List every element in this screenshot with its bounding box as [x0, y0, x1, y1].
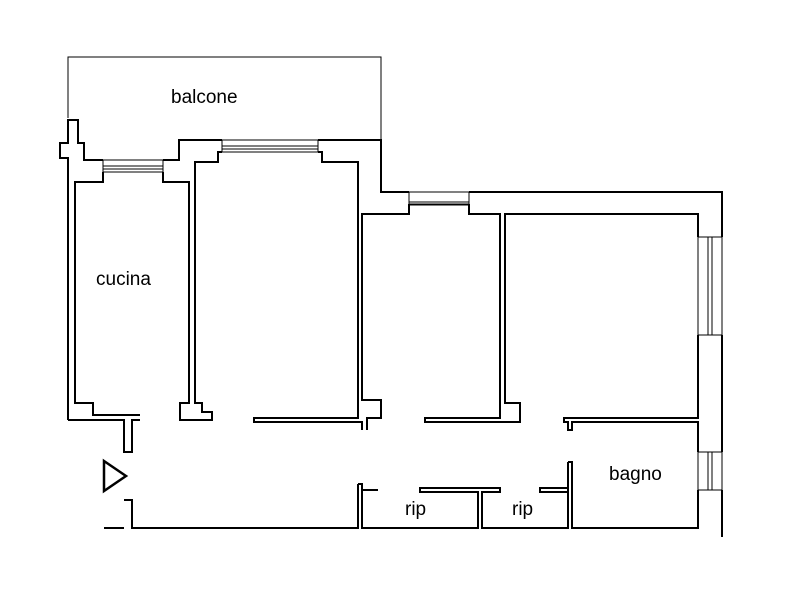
bathroom-label: bagno [609, 464, 662, 485]
north-window-room-2 [221, 139, 319, 153]
balcony-label: balcone [171, 87, 238, 108]
kitchen-label: cucina [96, 269, 151, 290]
kitchen-walls [74, 151, 222, 421]
north-window-room-3 [408, 191, 470, 206]
storage-walls [358, 483, 569, 529]
storage-label-1: rip [405, 499, 426, 520]
east-window-2 [697, 451, 723, 491]
east-window-1 [697, 236, 723, 336]
north-window-kitchen [102, 159, 164, 173]
room-4-walls [504, 213, 699, 452]
exterior-wall [59, 119, 723, 537]
entrance-arrow-icon [102, 458, 129, 494]
storage-label-2: rip [512, 499, 533, 520]
room-2-walls [253, 151, 363, 430]
room-3-walls [361, 204, 505, 430]
balcony-outline [67, 56, 382, 140]
